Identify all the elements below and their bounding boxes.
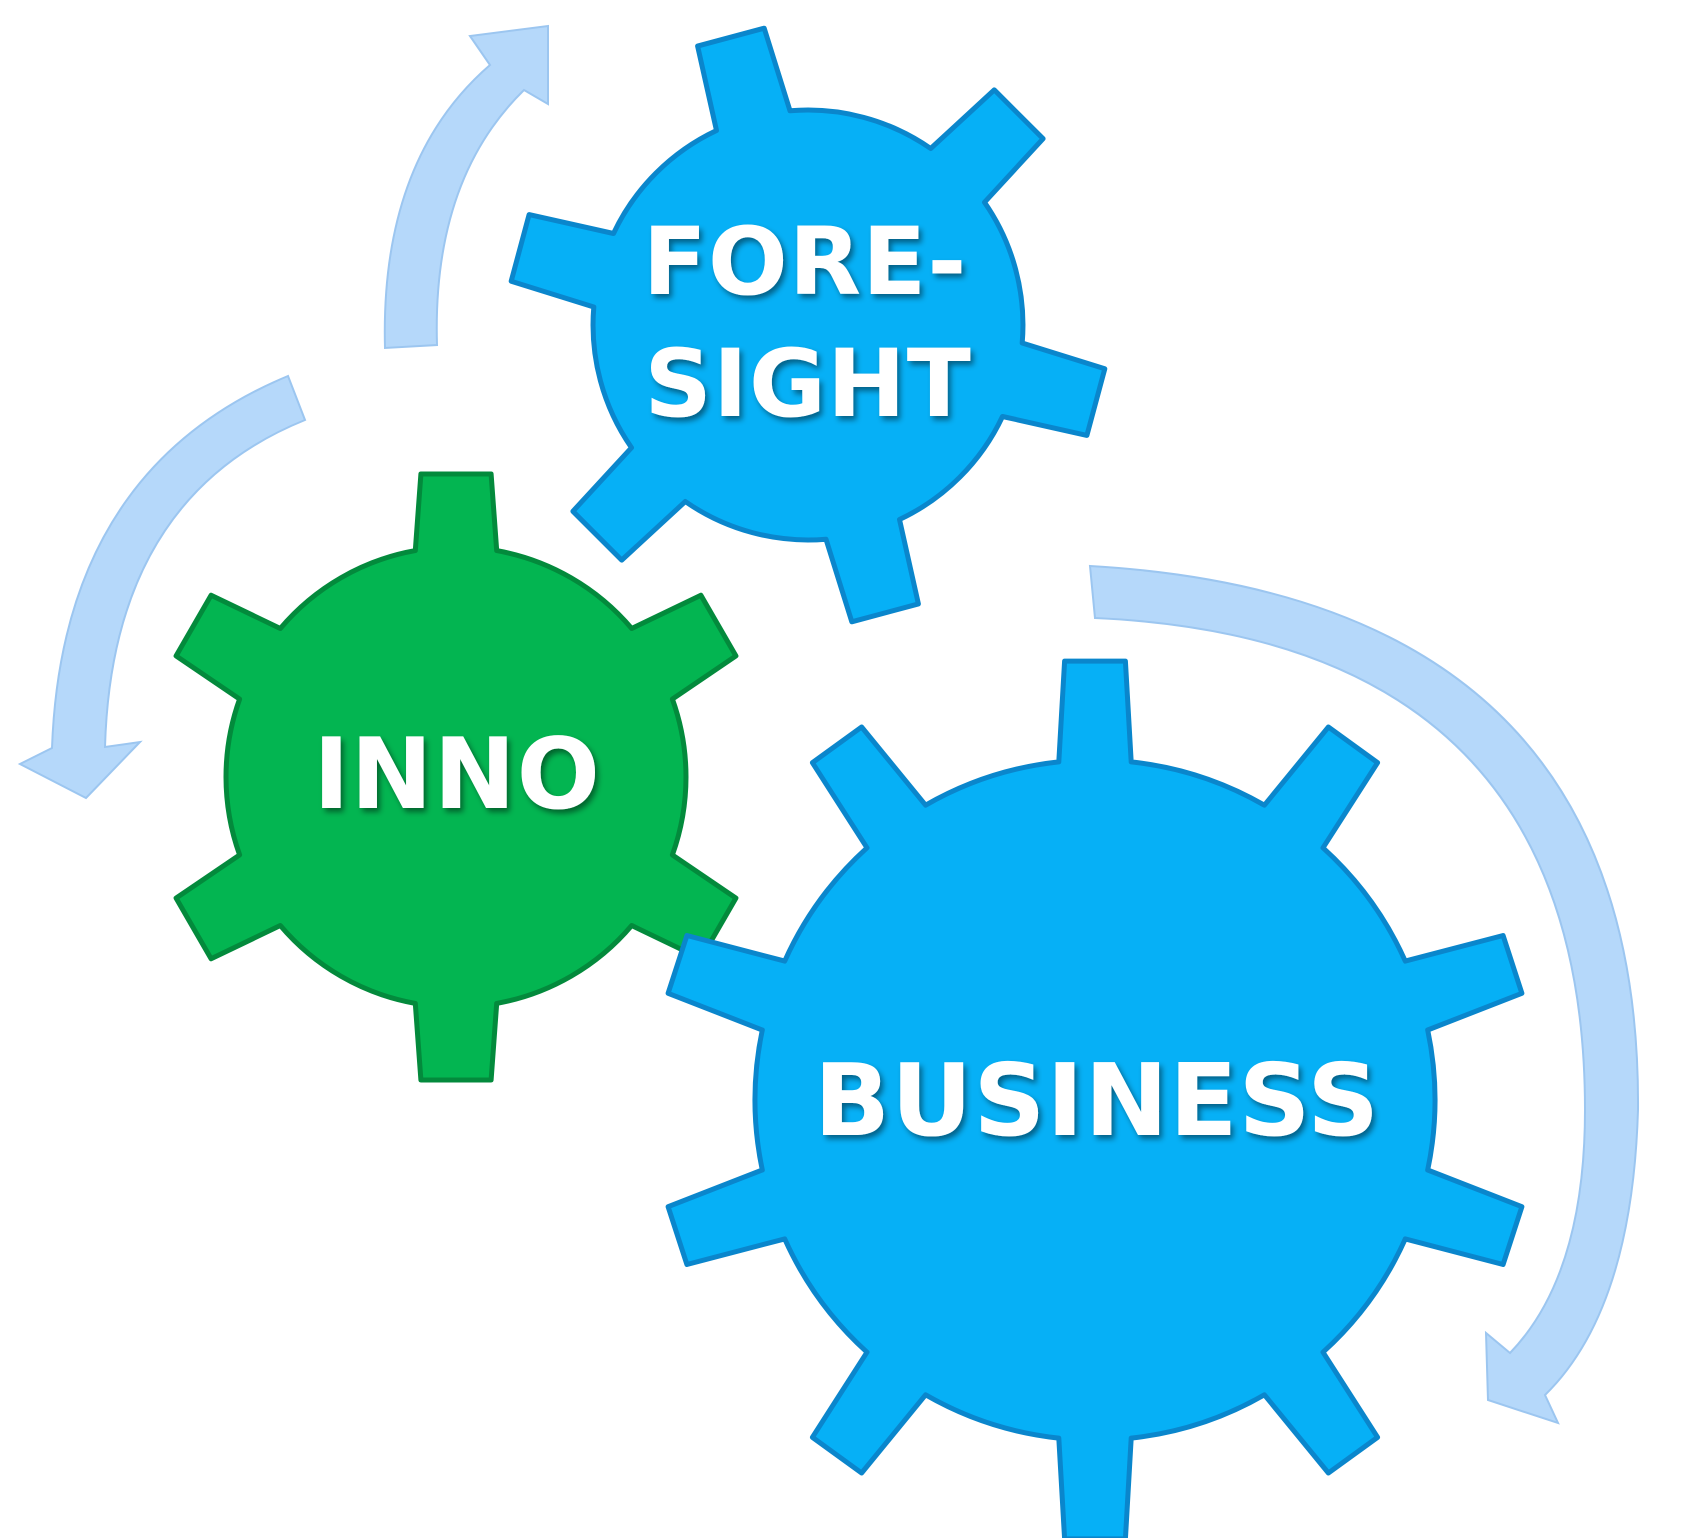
business-label: BUSINESS [814, 1042, 1380, 1159]
arrow-to-inno [17, 374, 307, 800]
foresight-label-line-2: SIGHT [644, 330, 972, 439]
gear-foresight: FORE- SIGHT [508, 25, 1108, 625]
business-gear-shape [665, 658, 1525, 1538]
gear-inno: INNO [173, 471, 739, 1083]
cycle-arrows [17, 24, 1640, 1425]
arrow-to-foresight [383, 24, 549, 350]
gear-business: BUSINESS [665, 658, 1525, 1538]
arrow-from-business [1088, 564, 1640, 1425]
foresight-gear-shape [508, 25, 1108, 625]
inno-label: INNO [313, 718, 601, 832]
foresight-label-line-1: FORE- [643, 208, 968, 317]
inno-gear-shape [173, 471, 739, 1083]
